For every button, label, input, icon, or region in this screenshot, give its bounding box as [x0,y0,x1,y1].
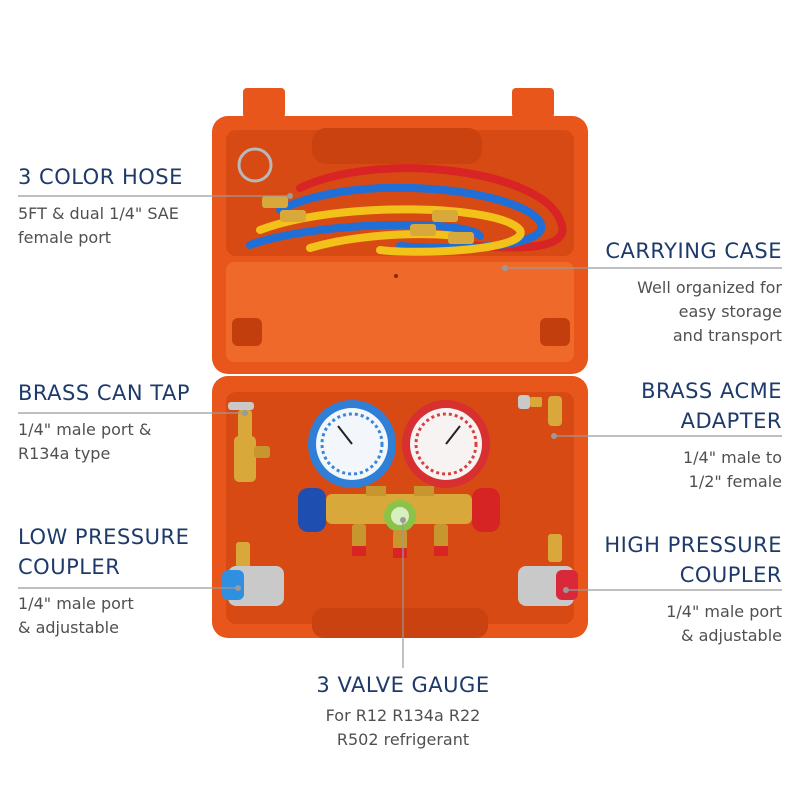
hose-hook-ring [237,147,273,183]
brass-acme-adapter-desc: 1/4" male to 1/2" female [682,448,782,491]
low-pressure-coupler-desc: 1/4" male port & adjustable [18,594,134,637]
brass-acme-adapter-title: BRASS ACME ADAPTER [641,379,782,433]
leader-lines [18,193,782,668]
callout-brass-acme-adapter: BRASS ACME ADAPTER 1/4" male to 1/2" fem… [641,376,782,494]
brass-can-tap-title: BRASS CAN TAP [18,381,190,405]
case-latch-left [243,88,285,118]
high-pressure-coupler-part [518,534,578,606]
brass-can-tap-desc: 1/4" male port & R134a type [18,420,152,463]
manifold-gauge [298,400,500,558]
high-side-knob [472,488,500,532]
carrying-case-title: CARRYING CASE [605,239,782,263]
brass-acme-adapter-part [518,395,562,426]
color-hose-title: 3 COLOR HOSE [18,165,183,189]
brass-can-tap-part [228,402,270,482]
high-pressure-coupler-title: HIGH PRESSURE COUPLER [604,533,782,587]
color-hose-desc: 5FT & dual 1/4" SAE female port [18,204,179,247]
valve-gauge-title: 3 VALVE GAUGE [316,673,490,697]
callout-valve-gauge: 3 VALVE GAUGE For R12 R134a R22 R502 ref… [270,670,536,752]
low-side-knob [298,488,326,532]
callout-carrying-case: CARRYING CASE Well organized for easy st… [605,236,782,348]
callout-brass-can-tap: BRASS CAN TAP 1/4" male port & R134a typ… [18,378,190,466]
low-pressure-coupler-part [222,542,284,606]
case-latch-right [512,88,554,118]
carrying-case-desc: Well organized for easy storage and tran… [637,278,782,345]
hose-set [237,147,567,256]
high-pressure-coupler-desc: 1/4" male port & adjustable [666,602,782,645]
callout-low-pressure-coupler: LOW PRESSURE COUPLER 1/4" male port & ad… [18,522,189,640]
callout-high-pressure-coupler: HIGH PRESSURE COUPLER 1/4" male port & a… [604,530,782,648]
valve-gauge-desc: For R12 R134a R22 R502 refrigerant [325,706,481,749]
hose-yellow [256,205,525,256]
low-pressure-coupler-title: LOW PRESSURE COUPLER [18,525,190,579]
hose-red [296,164,567,252]
callout-color-hose: 3 COLOR HOSE 5FT & dual 1/4" SAE female … [18,162,183,250]
